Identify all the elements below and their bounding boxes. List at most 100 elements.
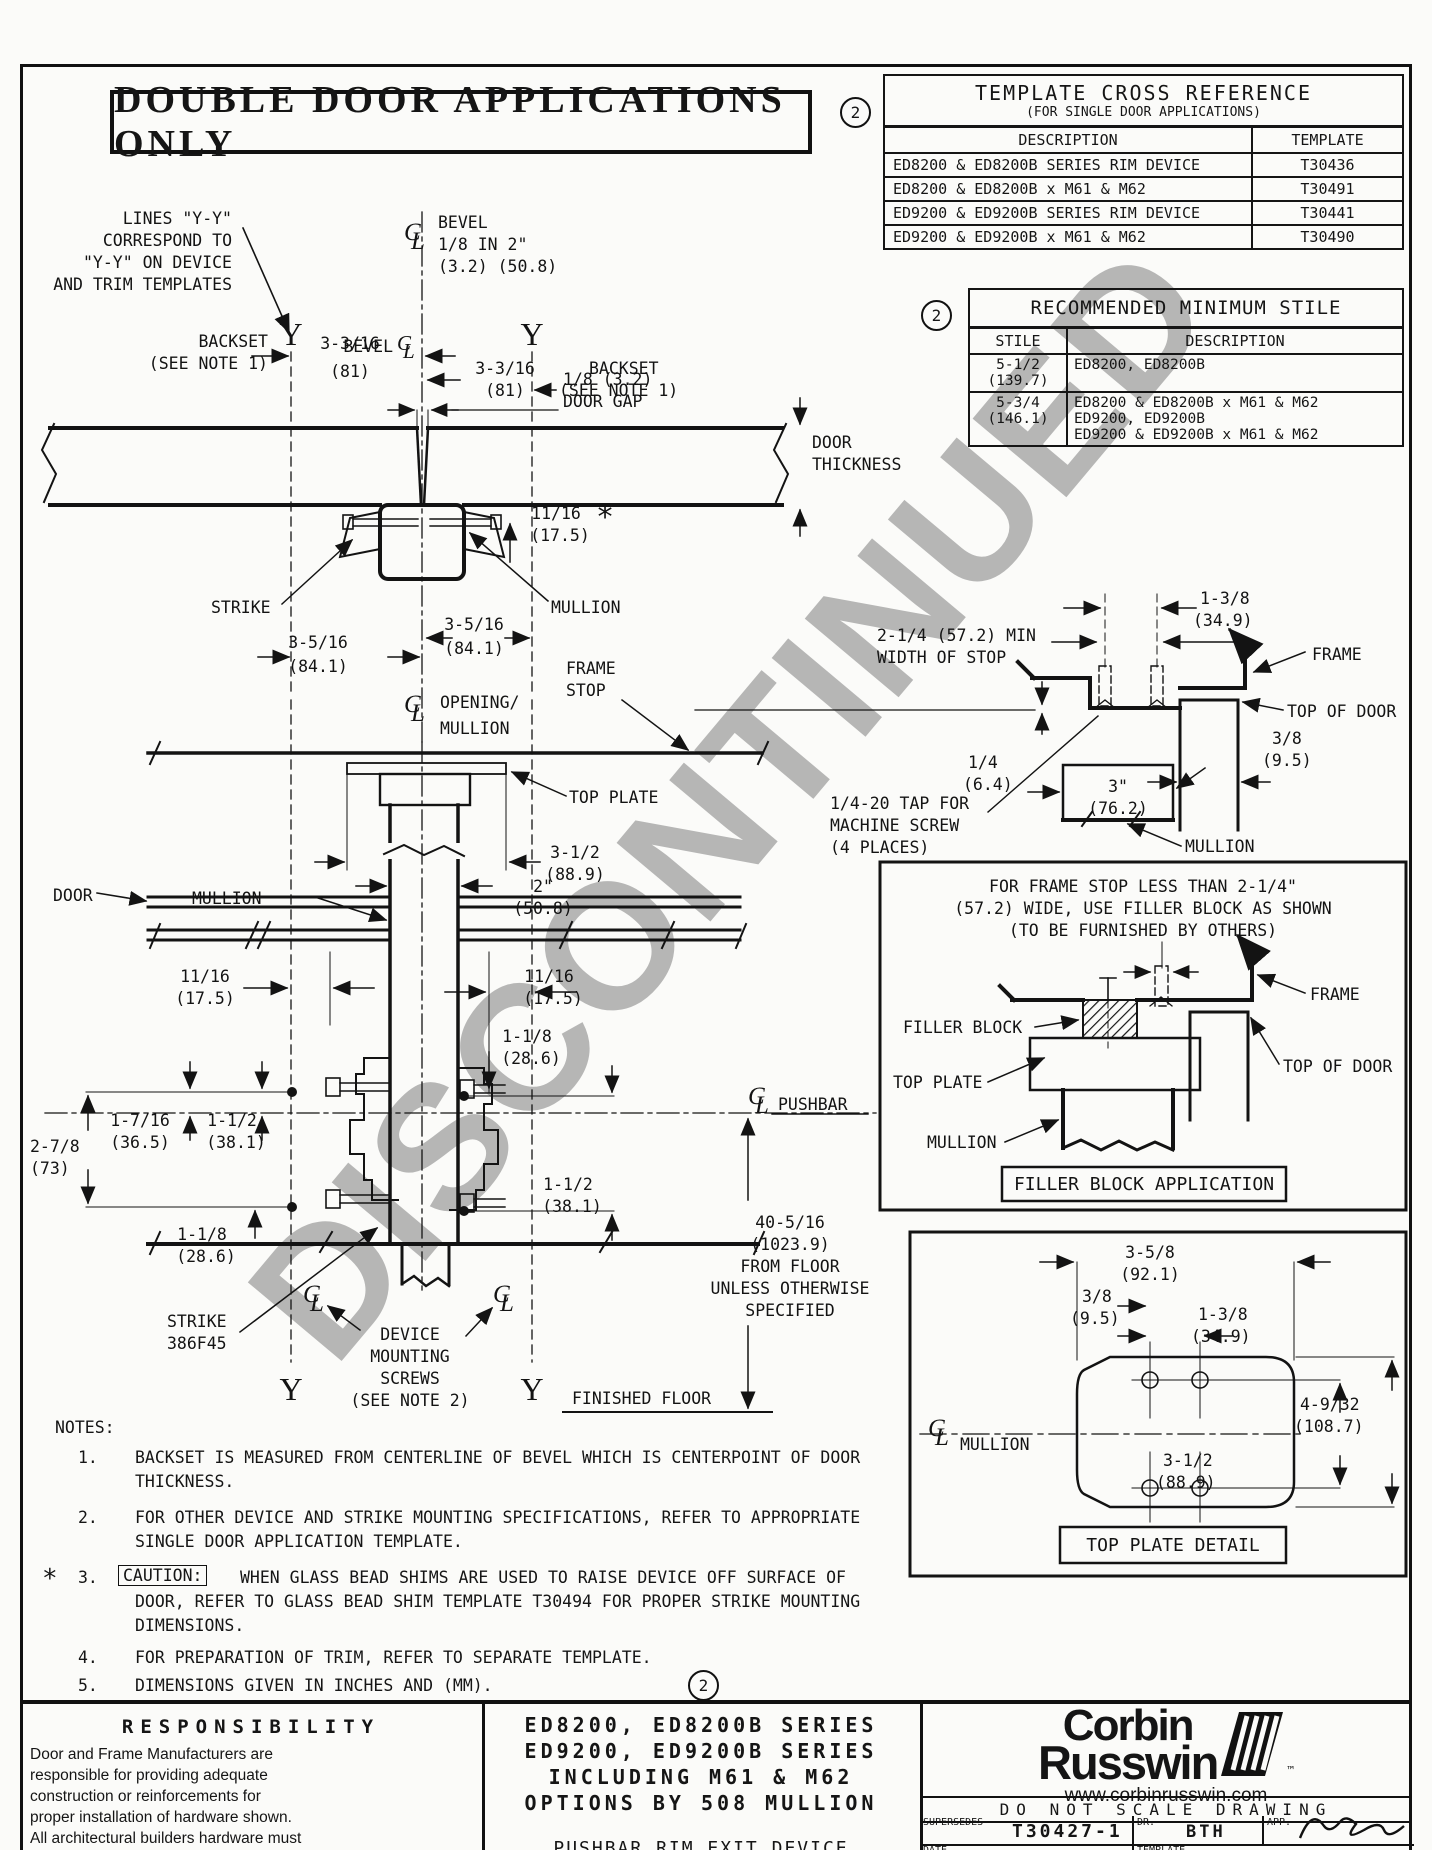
brand-line1: Corbin [1062, 1701, 1195, 1750]
caution-badge: CAUTION: [118, 1565, 208, 1586]
filler-block-label: FILLER BLOCK [903, 1018, 1022, 1037]
door-gap-label: 1/8 (3.2) [563, 370, 652, 389]
svg-text:(88.9): (88.9) [1156, 1473, 1216, 1492]
opening-mullion-label: OPENING/ [440, 693, 519, 712]
svg-text:C: C [928, 1415, 945, 1442]
supersedes-label: SUPERSEDES [923, 1817, 984, 1828]
dim-3-8: 3/8 [1272, 729, 1302, 748]
svg-text:MULLION: MULLION [440, 719, 510, 738]
door-label: DOOR [53, 886, 93, 905]
yy-note: LINES "Y-Y" [123, 209, 232, 228]
svg-text:(81): (81) [485, 381, 525, 400]
xref-desc: ED9200 & ED9200B x M61 & M62 [883, 224, 1253, 250]
filler-header: FOR FRAME STOP LESS THAN 2-1/4" [989, 877, 1297, 896]
divider [482, 1704, 485, 1850]
svg-text:1/8 IN 2": 1/8 IN 2" [438, 235, 527, 254]
frame-stop-label: FRAME [566, 659, 616, 678]
mullion-cl-label: MULLION [960, 1435, 1030, 1454]
svg-text:C: C [404, 219, 421, 246]
svg-text:THICKNESS: THICKNESS [812, 455, 901, 474]
plan-view: LINES "Y-Y" CORRESPOND TO "Y-Y" ON DEVIC… [40, 209, 901, 752]
svg-text:L: L [499, 1290, 514, 1317]
responsibility-title: RESPONSIBILITY [121, 1716, 381, 1738]
top-plate-caption: TOP PLATE DETAIL [1086, 1535, 1260, 1556]
date-label: DATE [923, 1845, 947, 1850]
svg-text:UNLESS OTHERWISE: UNLESS OTHERWISE [711, 1279, 870, 1298]
svg-text:C: C [397, 331, 412, 355]
note-number: 3. [78, 1568, 98, 1587]
svg-text:(3.2) (50.8): (3.2) (50.8) [438, 257, 557, 276]
dim-3in: 3" [1108, 777, 1128, 796]
mullion-label: MULLION [927, 1133, 997, 1152]
svg-text:L: L [934, 1424, 949, 1451]
dim-3-1-2: 3-1/2 [550, 843, 600, 862]
device-screws-note: DEVICE [380, 1325, 440, 1344]
device-bracket-left [325, 1057, 399, 1209]
xref-template: T30490 [1251, 224, 1404, 250]
svg-text:DOOR GAP: DOOR GAP [563, 392, 643, 411]
svg-text:BACKSET: BACKSET [198, 332, 268, 351]
revision-marker-1: 2 [840, 97, 871, 128]
strike-label: STRIKE [211, 598, 271, 617]
mullion-label: MULLION [1185, 837, 1255, 856]
min-stop-note: 2-1/4 (57.2) MIN [877, 626, 1036, 645]
svg-text:"Y-Y" ON DEVICE: "Y-Y" ON DEVICE [83, 253, 232, 272]
asterisk: * [596, 500, 614, 535]
dim-2in: 2" [533, 877, 553, 896]
svg-text:(84.1): (84.1) [444, 639, 504, 658]
supersedes-value: T30427-1 [1012, 1821, 1123, 1842]
approval-signature [1298, 1817, 1405, 1839]
svg-text:L: L [402, 339, 415, 363]
frame-label: FRAME [1310, 985, 1360, 1004]
svg-text:STOP: STOP [566, 681, 606, 700]
title-block-cells: SUPERSEDES T30427-1 DR. BTH APP. DATE TE… [920, 1816, 1414, 1850]
approved-label: APP. [1267, 1817, 1292, 1828]
finished-floor-label: FINISHED FLOOR [572, 1389, 711, 1408]
tap-note: 1/4-20 TAP FOR [830, 794, 969, 813]
top-of-door-label: TOP OF DOOR [1283, 1057, 1392, 1076]
bevel-label: BEVEL [343, 337, 393, 356]
dim-11-16-right: 11/16 [524, 967, 574, 986]
bevel-note: BEVEL [438, 213, 488, 232]
svg-text:(38.1): (38.1) [206, 1133, 266, 1152]
note-text: FOR PREPARATION OF TRIM, REFER TO SEPARA… [135, 1648, 652, 1667]
template-label: TEMPLATE [1137, 1845, 1185, 1850]
brand-line2: Russwin [1038, 1736, 1219, 1790]
svg-text:L: L [309, 1290, 324, 1317]
door-thickness-label: DOOR [812, 433, 852, 452]
svg-text:AND TRIM TEMPLATES: AND TRIM TEMPLATES [53, 275, 232, 294]
y-marker: Y [279, 316, 302, 352]
divider [920, 1704, 923, 1850]
svg-text:L: L [410, 700, 425, 727]
xref-template: T30491 [1251, 176, 1404, 202]
note-number: 1. [78, 1448, 98, 1467]
note-text: WHEN GLASS BEAD SHIMS ARE USED TO RAISE … [240, 1568, 846, 1587]
top-plate-label: TOP PLATE [893, 1073, 982, 1092]
svg-text:(92.1): (92.1) [1120, 1265, 1180, 1284]
top-of-door-label: TOP OF DOOR [1287, 702, 1396, 721]
svg-text:(28.6): (28.6) [501, 1049, 561, 1068]
svg-text:(TO BE FURNISHED BY OTHERS): (TO BE FURNISHED BY OTHERS) [1009, 921, 1277, 940]
svg-text:(SEE NOTE 2): (SEE NOTE 2) [350, 1391, 469, 1410]
note-asterisk: * [42, 1564, 58, 1594]
dim-3-5-16: 3-5/16 [288, 633, 348, 652]
xref-template: T30436 [1251, 152, 1404, 178]
svg-text:(84.1): (84.1) [288, 657, 348, 676]
svg-text:SCREWS: SCREWS [380, 1369, 440, 1388]
title-block: RESPONSIBILITY Door and Frame Manufactur… [20, 1700, 1414, 1850]
xref-template: T30441 [1251, 200, 1404, 226]
responsibility-text: Door and Frame Manufacturers are respons… [30, 1746, 302, 1847]
svg-text:(50.8): (50.8) [513, 899, 573, 918]
drawn-by-label: DR. [1137, 1817, 1156, 1828]
svg-text:(17.5): (17.5) [530, 526, 590, 545]
centerline-symbol: C L [404, 219, 425, 255]
svg-text:(73): (73) [30, 1159, 70, 1178]
stile-value: 5-3/4(146.1) [968, 391, 1068, 447]
svg-text:(SEE NOTE 1): (SEE NOTE 1) [559, 381, 678, 400]
dim-3-3-16: 3-3/16 [475, 359, 535, 378]
svg-text:FROM FLOOR: FROM FLOOR [740, 1257, 839, 1276]
svg-text:C: C [748, 1083, 765, 1110]
svg-text:(1023.9): (1023.9) [750, 1235, 829, 1254]
